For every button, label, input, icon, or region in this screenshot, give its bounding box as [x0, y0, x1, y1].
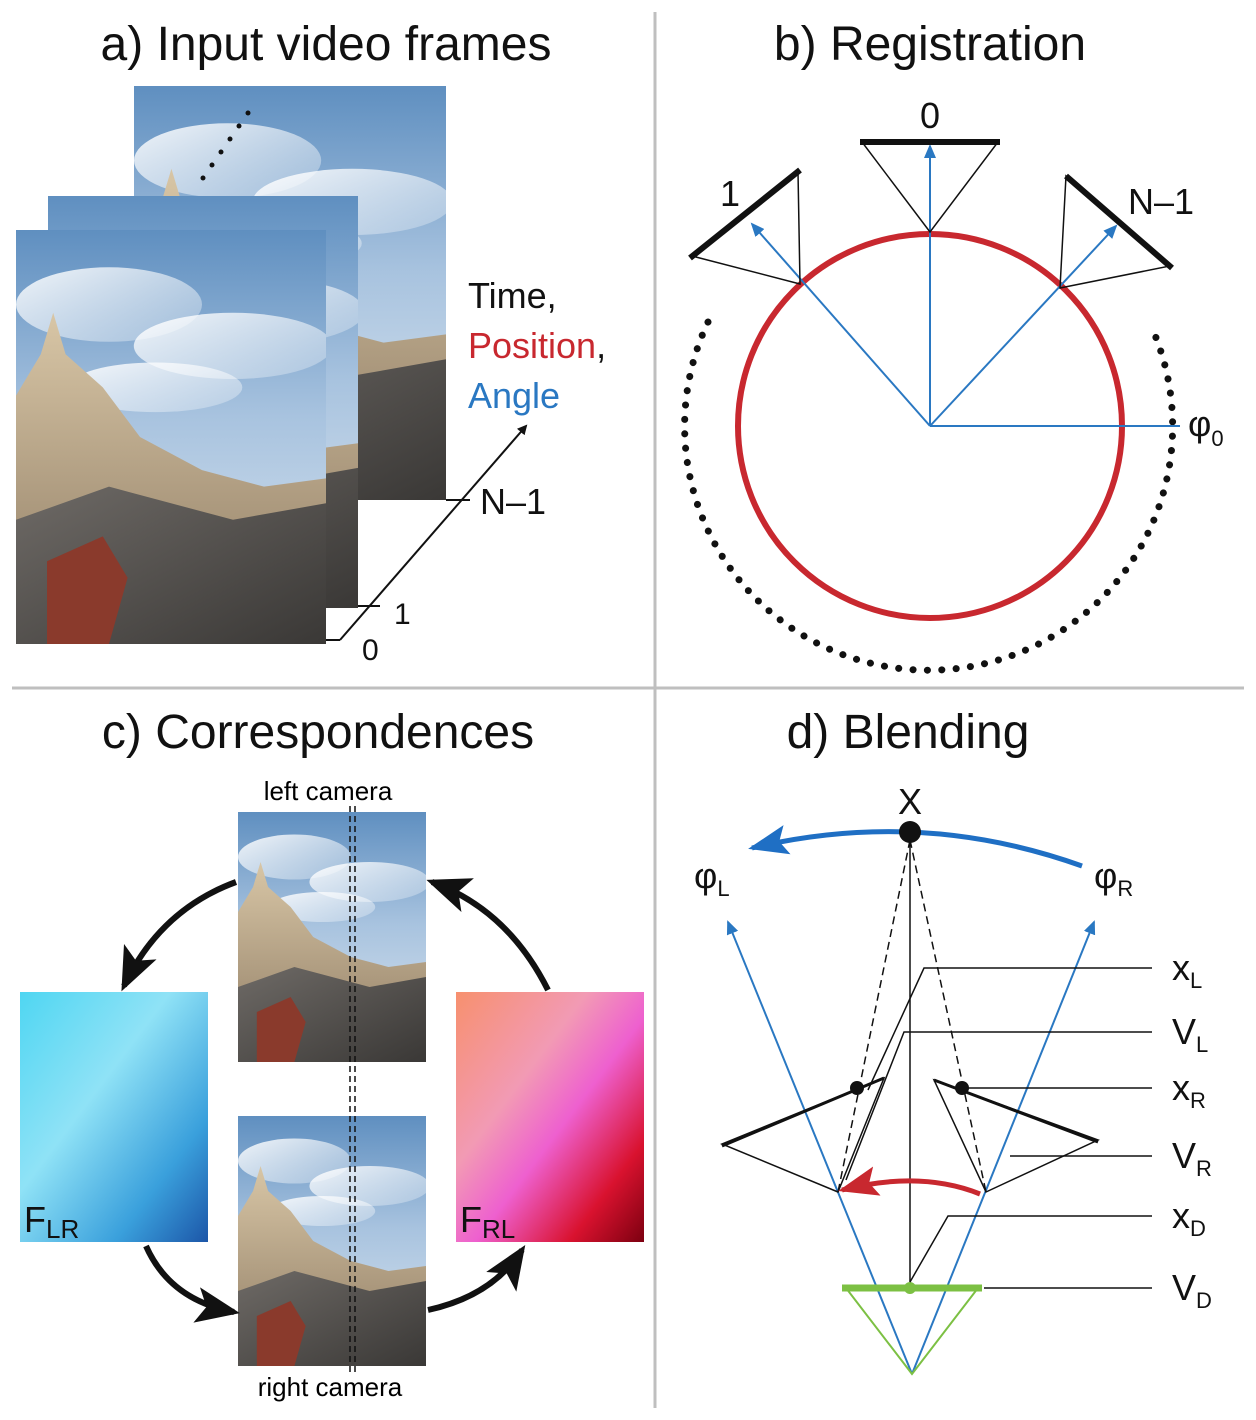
leader-lines — [845, 967, 1152, 1289]
frame-stack — [16, 86, 446, 644]
arrow-flowrl-to-left — [426, 878, 551, 992]
legend-xr: xR — [1172, 1067, 1206, 1113]
phi-left-sub: L — [717, 876, 729, 901]
flow-lr-sub: LR — [46, 1214, 79, 1244]
frame-0 — [16, 230, 326, 644]
camera-label-last: N–1 — [1128, 181, 1194, 222]
view-ray-left — [726, 920, 913, 1375]
ray-1 — [750, 222, 931, 427]
legend-xd-main: x — [1172, 1195, 1190, 1236]
camera-label-0: 0 — [920, 95, 940, 136]
left-camera — [720, 1076, 886, 1193]
phi-left-label: φL — [694, 855, 730, 901]
legend-xr-sub: R — [1190, 1088, 1206, 1113]
scene-point-x — [899, 821, 921, 843]
axis-label-position-comma: , — [596, 325, 606, 366]
legend-xl-main: x — [1172, 947, 1190, 988]
projection-right — [909, 839, 987, 1193]
legend-vl-main: V — [1172, 1011, 1196, 1052]
camera-1 — [688, 167, 802, 285]
phi-right-sub: R — [1117, 876, 1133, 901]
legend-xr-main: x — [1172, 1067, 1190, 1108]
phi-left-main: φ — [694, 855, 717, 896]
ray-last — [929, 224, 1118, 427]
angle-label-sub: 0 — [1211, 426, 1223, 451]
legend-xd-sub: D — [1190, 1216, 1206, 1241]
panel-a: a) Input video frames — [16, 18, 606, 667]
legend-vl-sub: L — [1196, 1032, 1208, 1057]
axis-label-position-line: Position, — [468, 325, 606, 366]
angle-label-phi0: φ0 — [1188, 403, 1224, 451]
panel-b-title: b) Registration — [774, 18, 1086, 71]
panel-d: d) Blending X φL φR — [694, 706, 1212, 1376]
angle-rays — [750, 144, 1180, 427]
frame-label-last: N–1 — [480, 481, 546, 522]
legend-xl-sub: L — [1190, 968, 1202, 993]
flow-map-lr — [20, 992, 208, 1242]
right-camera — [932, 1078, 1100, 1193]
projection-left — [837, 839, 911, 1193]
axis-label-position: Position — [468, 325, 596, 366]
legend-xl: xL — [1172, 947, 1202, 993]
legend-vd: VD — [1172, 1267, 1212, 1313]
phi-right-label: φR — [1094, 855, 1133, 901]
view-ray-right — [911, 920, 1096, 1375]
legend-vl: VL — [1172, 1011, 1208, 1057]
legend-vd-main: V — [1172, 1267, 1196, 1308]
axis-label-time: Time, — [468, 275, 557, 316]
dotted-camera-arc — [681, 318, 1177, 674]
stack-ellipsis — [200, 110, 251, 181]
arrow-flowlr-to-right — [143, 1244, 240, 1323]
camera-label-1: 1 — [720, 173, 740, 214]
camera-0 — [860, 139, 1000, 234]
frame-label-1: 1 — [394, 598, 411, 631]
scene-point-label: X — [898, 781, 922, 822]
right-camera-label: right camera — [258, 1372, 403, 1402]
legend-vd-sub: D — [1196, 1288, 1212, 1313]
angle-label-phi: φ — [1188, 403, 1211, 444]
phi-right-main: φ — [1094, 855, 1117, 896]
legend-vr-sub: R — [1196, 1156, 1212, 1181]
legend-vr-main: V — [1172, 1135, 1196, 1176]
flow-lr-label: FLR — [24, 1199, 79, 1244]
legend-vr: VR — [1172, 1135, 1212, 1181]
axis-label-angle: Angle — [468, 375, 560, 416]
flow-map-rl — [456, 992, 644, 1242]
flow-rl-main: F — [460, 1199, 482, 1240]
time-axis-arrow — [339, 424, 528, 641]
right-camera-image — [238, 1116, 426, 1366]
camera-last — [1059, 173, 1174, 289]
panel-b: b) Registration 0 1 N–1 φ0 — [681, 18, 1224, 674]
left-camera-label: left camera — [264, 776, 393, 806]
flow-rl-label: FRL — [460, 1199, 515, 1244]
virtual-camera — [842, 1282, 982, 1376]
frame-label-0: 0 — [362, 634, 379, 667]
left-camera-image — [238, 812, 426, 1062]
panel-c-title: c) Correspondences — [102, 706, 534, 759]
arrow-right-to-flowrl — [427, 1244, 526, 1313]
flow-rl-sub: RL — [482, 1214, 515, 1244]
arrow-left-to-flowlr — [121, 879, 238, 992]
panel-d-title: d) Blending — [787, 706, 1030, 759]
legend-xd: xD — [1172, 1195, 1206, 1241]
position-interpolation-arc — [838, 1166, 981, 1197]
blend-legend: xL VL xR VR xD VD — [1172, 947, 1212, 1313]
panel-a-title: a) Input video frames — [101, 18, 552, 71]
flow-lr-main: F — [24, 1199, 46, 1240]
panel-c: c) Correspondences left camera right cam… — [20, 706, 644, 1402]
